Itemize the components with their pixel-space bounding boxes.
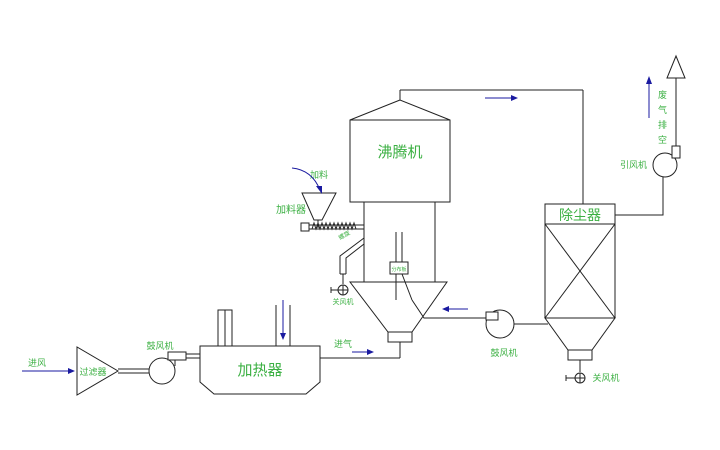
air-lock-dust-label: 关风机 — [592, 372, 619, 384]
dust-collector-label: 除尘器 — [559, 208, 601, 224]
screw-label: 螺旋 — [337, 229, 351, 242]
top-duct — [399, 89, 584, 204]
return-line: 鼓风机 — [411, 299, 548, 359]
exhaust-stack — [666, 54, 686, 79]
filter: 过滤器 进风 — [22, 346, 119, 396]
exhaust-label: 废气排空 — [656, 89, 667, 150]
filter-label: 过滤器 — [79, 366, 106, 378]
air-lock-main-label: 关风机 — [333, 297, 354, 306]
steam-label: 进气 — [334, 338, 352, 350]
heater: 加热器 — [199, 300, 321, 395]
blower-right-label: 鼓风机 — [490, 347, 517, 359]
feed-label: 加料 — [310, 169, 328, 181]
distributor-plate — [389, 261, 409, 275]
induced-fan-label: 引风机 — [620, 159, 647, 171]
hot-air-duct: 进气 — [320, 338, 400, 359]
screw-motor — [300, 222, 310, 232]
dust-collector: 除尘器 关风机 — [544, 203, 620, 384]
blower-left-label: 鼓风机 — [146, 340, 173, 352]
feeder: 加料器 加料 — [276, 167, 364, 232]
boiling-machine: 沸腾机 分布板 — [348, 99, 451, 358]
boiling-machine-label: 沸腾机 — [377, 143, 422, 161]
induced-fan: 引风机 废气排空 — [620, 54, 686, 178]
blower-left: 鼓风机 — [146, 340, 187, 385]
air-in-label: 进风 — [28, 358, 46, 369]
heater-label: 加热器 — [237, 361, 282, 379]
distributor-plate-label: 分布板 — [391, 266, 406, 273]
feeder-label: 加料器 — [276, 203, 306, 216]
